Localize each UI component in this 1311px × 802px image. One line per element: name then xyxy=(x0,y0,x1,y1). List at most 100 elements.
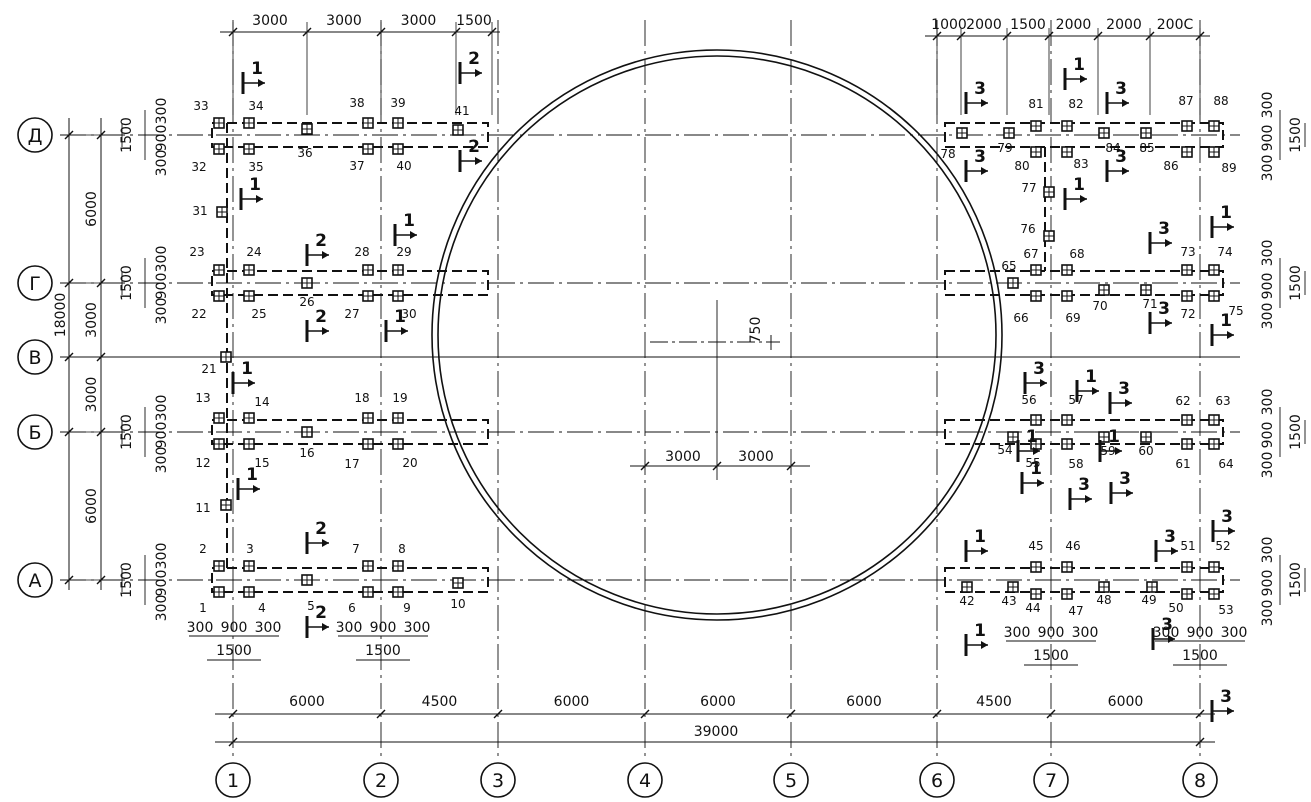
pile-84: 84 xyxy=(1098,127,1121,155)
center-dim-left: 3000 xyxy=(665,449,701,465)
axis-label: 3 xyxy=(492,770,504,792)
pile-9: 9 xyxy=(392,586,411,615)
pile-number: 55 xyxy=(1025,456,1040,470)
axis-bubble-row-rV: В xyxy=(17,339,53,375)
section-number: 3 xyxy=(1119,469,1131,489)
section-arrowhead xyxy=(981,167,988,175)
section-number: 3 xyxy=(1158,219,1170,239)
pile-number: 27 xyxy=(344,307,359,321)
bubble-circle xyxy=(480,762,516,798)
dim-bottom-span-6: 4500 xyxy=(976,694,1012,710)
pile-number: 11 xyxy=(195,501,210,515)
pile-74: 74 xyxy=(1208,245,1233,276)
pile-64: 64 xyxy=(1208,438,1234,471)
pile-16: 16 xyxy=(299,426,315,460)
side-subdim-bot: 300 xyxy=(1260,155,1276,182)
dim-tick xyxy=(228,709,238,719)
section-mark-28: 3 xyxy=(1109,469,1133,504)
dim-top-right-2: 2000 xyxy=(966,17,1002,33)
bsub-left: 300 xyxy=(1153,625,1180,641)
pile-number: 8 xyxy=(398,542,406,556)
pile-number: 1 xyxy=(199,601,207,615)
section-number: 1 xyxy=(1108,427,1120,447)
pile-number: 40 xyxy=(396,159,411,173)
pile-number: 64 xyxy=(1218,457,1233,471)
pile-54: 54 xyxy=(997,431,1019,457)
pile-6: 6 xyxy=(348,586,374,615)
section-number: 3 xyxy=(1033,359,1045,379)
section-mark-5: 2 xyxy=(305,231,329,266)
section-number: 1 xyxy=(1026,427,1038,447)
bsub-total: 1500 xyxy=(1182,648,1218,664)
pile-27: 27 xyxy=(344,290,374,321)
section-mark-12: 2 xyxy=(305,603,329,638)
pile-number: 9 xyxy=(403,601,411,615)
pile-49: 49 xyxy=(1141,581,1158,607)
section-mark-11: 2 xyxy=(305,519,329,554)
pile-number: 81 xyxy=(1028,97,1043,111)
pile-70: 70 xyxy=(1092,284,1110,313)
pile-53: 53 xyxy=(1208,588,1234,617)
pile-number: 66 xyxy=(1013,311,1028,325)
pile-47: 47 xyxy=(1061,588,1084,618)
pile-14: 14 xyxy=(243,395,270,424)
section-number: 3 xyxy=(1115,79,1127,99)
axis-bubble-row-rD: Д xyxy=(17,117,53,153)
pile-number: 68 xyxy=(1069,247,1084,261)
bubble-circle xyxy=(17,339,53,375)
axis-label: 7 xyxy=(1045,770,1057,792)
pile-87: 87 xyxy=(1178,94,1194,132)
pile-78: 78 xyxy=(940,127,968,161)
subdim-bot: 300 xyxy=(154,298,170,325)
pile-number: 85 xyxy=(1139,141,1154,155)
dim-tick xyxy=(493,709,503,719)
left-grillage-4 xyxy=(211,567,489,593)
pile-63: 63 xyxy=(1208,394,1231,426)
dim-tick xyxy=(932,709,942,719)
section-number: 1 xyxy=(241,359,253,379)
pile-4: 4 xyxy=(243,586,266,615)
pile-number: 74 xyxy=(1217,245,1232,259)
subdim-bot: 300 xyxy=(154,150,170,177)
pile-37: 37 xyxy=(349,143,374,173)
axis-bubble-col-8: 8 xyxy=(1182,762,1218,798)
grid-lines xyxy=(60,20,1240,760)
pile-51: 51 xyxy=(1180,539,1196,573)
dim-tick xyxy=(1195,709,1205,719)
pile-38: 38 xyxy=(349,96,374,129)
pile-83: 83 xyxy=(1061,146,1089,171)
dim-bottom-span-3: 6000 xyxy=(554,694,590,710)
pile-15: 15 xyxy=(243,438,270,470)
pile-59: 59 xyxy=(1098,431,1116,458)
section-mark-30: 3 xyxy=(1211,507,1235,542)
pile-number: 79 xyxy=(997,141,1012,155)
section-arrowhead xyxy=(981,547,988,555)
pile-number: 3 xyxy=(246,542,254,556)
dim-left-span-1: 6000 xyxy=(84,191,100,227)
subdim-total: 1500 xyxy=(119,265,135,301)
pile-76: 76 xyxy=(1020,222,1055,242)
pile-number: 67 xyxy=(1023,247,1038,261)
section-mark-9: 1 xyxy=(231,359,255,394)
section-arrowhead xyxy=(1227,331,1234,339)
section-number: 2 xyxy=(468,137,480,157)
pile-58: 58 xyxy=(1061,438,1084,471)
section-number: 2 xyxy=(315,231,327,251)
section-mark-6: 1 xyxy=(393,211,417,246)
section-arrowhead xyxy=(1228,527,1235,535)
section-mark-32: 1 xyxy=(964,621,988,656)
pile-number: 61 xyxy=(1175,457,1190,471)
section-number: 1 xyxy=(394,307,406,327)
section-number: 1 xyxy=(403,211,415,231)
subdim-mid: 900 xyxy=(154,422,170,449)
section-arrowhead xyxy=(1037,479,1044,487)
axis-label: Д xyxy=(28,125,43,147)
dim-tick xyxy=(786,461,796,471)
pile-number: 80 xyxy=(1014,159,1029,173)
pile-65: 65 xyxy=(1001,259,1019,289)
pile-55: 55 xyxy=(1025,438,1042,470)
